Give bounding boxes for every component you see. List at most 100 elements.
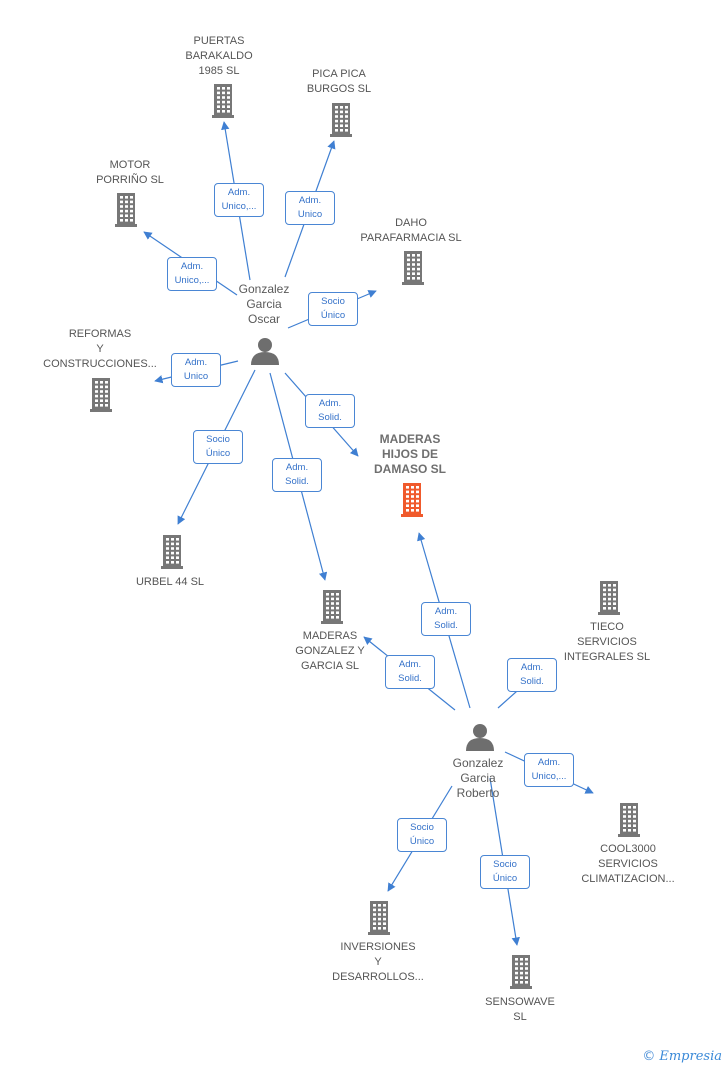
edge-label-oscar-to-pica[interactable]: Adm.Unico <box>285 191 335 225</box>
node-label-line: SERVICIOS <box>598 858 658 870</box>
node-label-line: PICA PICA <box>312 68 366 80</box>
edge-label-line: Unico,... <box>221 201 257 212</box>
edge-label-oscar-to-maderas_damaso[interactable]: Adm. Solid. <box>305 394 355 428</box>
node-label-line: HIJOS DE <box>381 447 438 461</box>
brand-name: Empresia <box>659 1049 722 1064</box>
edge-label-line: Adm. <box>298 195 322 206</box>
building-icon-reformas[interactable] <box>90 378 112 412</box>
node-label-line: INTEGRALES SL <box>563 651 651 663</box>
edge-label-line: Adm. <box>180 261 204 272</box>
building-icon-urbel[interactable] <box>161 535 183 569</box>
edge-label-line: Solid. <box>434 620 458 631</box>
building-icon-inversiones[interactable] <box>368 901 390 935</box>
edge-label-oscar-to-puertas[interactable]: Adm. Unico,... <box>214 183 264 217</box>
node-label-line: Y <box>374 956 382 968</box>
building-icon-daho[interactable] <box>402 251 424 285</box>
edge-label-line: Socio <box>321 296 345 307</box>
node-label-line: GONZALEZ Y <box>295 645 365 657</box>
node-label-line: BARAKALDO <box>185 50 253 62</box>
node-label-line: SERVICIOS <box>577 636 637 648</box>
node-label-line: SL <box>513 1011 527 1023</box>
node-label-line: BURGOS SL <box>306 83 372 95</box>
building-icon-maderas_gonzalez[interactable] <box>321 590 343 624</box>
node-label-line: INVERSIONES <box>340 941 416 953</box>
edge-label-line: Adm. <box>227 187 251 198</box>
edge-label-line: Unico <box>183 371 209 382</box>
node-label-puertas[interactable]: PUERTAS BARAKALDO 1985 SL <box>185 34 252 79</box>
edge-label-line: Unico,... <box>174 275 210 286</box>
edge-label-line: Adm. <box>285 462 309 473</box>
node-label-line: Gonzalez <box>452 756 504 770</box>
building-icon-sensowave[interactable] <box>510 955 532 989</box>
edge-label-line: Adm. <box>520 662 544 673</box>
person-icon-roberto[interactable] <box>466 724 494 751</box>
node-label-reformas[interactable]: REFORMAS Y CONSTRUCCIONES... <box>43 327 157 372</box>
person-icon-oscar[interactable] <box>251 338 279 365</box>
edge-label-line: Adm. <box>318 398 342 409</box>
node-label-pica[interactable]: PICA PICA BURGOS SL <box>307 67 371 97</box>
node-label-line: CONSTRUCCIONES... <box>43 358 157 370</box>
node-label-line: MADERAS <box>379 432 441 446</box>
node-label-line: TIECO <box>590 621 624 633</box>
node-label-urbel[interactable]: URBEL 44 SL <box>136 575 204 590</box>
building-icon-motor[interactable] <box>115 193 137 227</box>
node-label-maderas_gonzalez[interactable]: MADERAS GONZALEZ Y GARCIA SL <box>295 629 364 674</box>
node-label-line: Y <box>96 343 104 355</box>
building-icon-cool3000[interactable] <box>618 803 640 837</box>
edge-label-roberto-to-tieco[interactable]: Adm. Solid. <box>507 658 557 692</box>
edge-label-line: Adm. <box>434 606 458 617</box>
node-label-line: MADERAS <box>302 630 358 642</box>
node-label-motor[interactable]: MOTOR PORRIÑO SL <box>96 158 164 188</box>
node-label-line: COOL3000 <box>600 843 656 855</box>
building-icon-maderas_damaso[interactable] <box>401 483 423 517</box>
node-label-line: PARAFARMACIA SL <box>360 232 462 244</box>
building-icon-puertas[interactable] <box>212 84 234 118</box>
edge-label-line: Socio <box>206 434 230 445</box>
footer-brand[interactable]: ©Empresia <box>642 1049 722 1064</box>
node-label-line: Gonzalez <box>238 282 290 296</box>
edge-label-oscar-to-maderas_gonzalez[interactable]: Adm. Solid. <box>272 458 322 492</box>
edge-label-line: Único <box>492 873 518 884</box>
node-label-line: PUERTAS <box>193 35 245 47</box>
edge-label-oscar-to-reformas[interactable]: Adm. Unico <box>171 353 221 387</box>
node-label-tieco[interactable]: TIECO SERVICIOS INTEGRALES SL <box>564 620 650 665</box>
edge-label-roberto-to-maderas_gonzalez[interactable]: Adm.Solid. <box>385 655 435 689</box>
edge-label-line: Solid. <box>318 412 342 423</box>
building-icon-tieco[interactable] <box>598 581 620 615</box>
node-label-line: PORRIÑO SL <box>96 174 164 186</box>
node-label-line: REFORMAS <box>68 328 132 340</box>
edge-label-oscar-to-motor[interactable]: Adm. Unico,... <box>167 257 217 291</box>
node-label-line: CLIMATIZACION... <box>581 873 675 885</box>
edge-label-line: Único <box>320 310 346 321</box>
node-label-line: Garcia <box>460 771 496 785</box>
node-label-line: 1985 SL <box>198 65 240 77</box>
edge-label-line: Solid. <box>285 476 309 487</box>
edge-label-line: Unico,... <box>531 771 567 782</box>
node-label-line: DESARROLLOS... <box>332 971 424 983</box>
edge-label-line: Socio <box>410 822 434 833</box>
edge-label-line: Solid. <box>520 676 544 687</box>
node-label-line: DAMASO SL <box>374 462 446 476</box>
node-label-line: Oscar <box>247 312 281 326</box>
edge-label-roberto-to-maderas_damaso[interactable]: Adm. Solid. <box>421 602 471 636</box>
edge-label-line: Socio <box>493 859 517 870</box>
building-icon-pica[interactable] <box>330 103 352 137</box>
node-label-line: MOTOR <box>109 159 151 171</box>
node-label-line: Roberto <box>456 786 500 800</box>
node-label-line: GARCIA SL <box>300 660 360 672</box>
edge-label-roberto-to-cool3000[interactable]: Adm.Unico,... <box>524 753 574 787</box>
edge-label-line: Adm. <box>398 659 422 670</box>
node-label-line: URBEL 44 SL <box>135 576 205 588</box>
edge-label-line: Adm. <box>184 357 208 368</box>
node-label-inversiones[interactable]: INVERSIONES Y DESARROLLOS... <box>332 940 424 985</box>
